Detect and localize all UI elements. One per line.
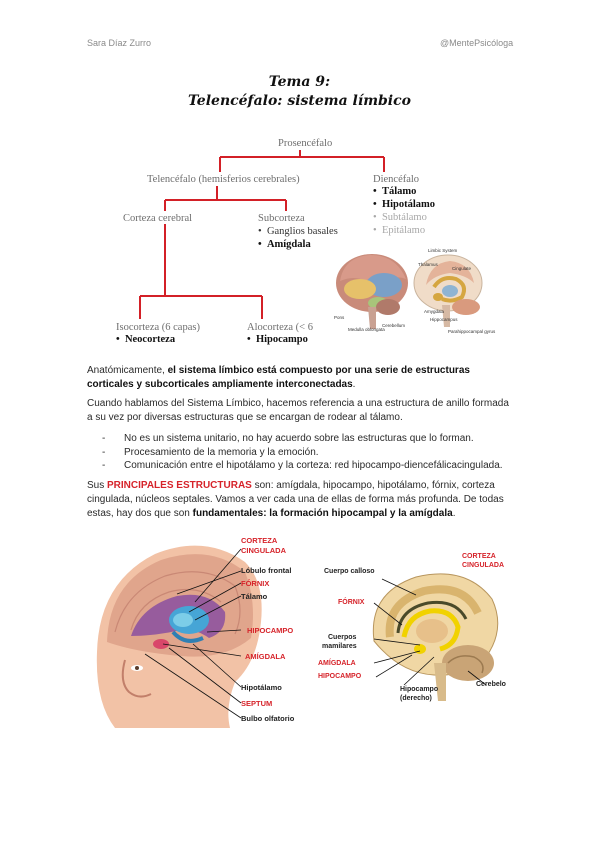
label-cuerpos: Cuerpos [328, 634, 357, 641]
fig1-label: Parahippocampal gyrus [448, 329, 496, 334]
label-amigdala: AMÍGDALA [318, 660, 356, 667]
tree-subcorteza: Subcorteza [258, 213, 305, 224]
fig1-label: Amygdala [424, 309, 445, 314]
head-leader-lines [144, 548, 242, 719]
label-cerebelo: Cerebelo [476, 681, 506, 688]
sagittal-brain-figure: Cuerpo calloso CORTEZA CINGULADA FÓRNIX … [316, 553, 516, 703]
author-handle: @MentePsicóloga [440, 38, 514, 48]
topic-number: Tema 9: [268, 74, 331, 90]
fig1-label: Limbic System [428, 248, 458, 253]
page-title: Telencéfalo: sistema límbico [188, 93, 411, 109]
list-item: -No es un sistema unitario, no hay acuer… [102, 433, 474, 444]
paragraph-ring-structure: Cuando hablamos del Sistema Límbico, hac… [87, 398, 509, 423]
diencefalo-item: • Epitálamo [373, 225, 426, 236]
diencefalo-item: • Tálamo [373, 186, 417, 197]
tree-diencefalo: Diencéfalo [373, 174, 420, 185]
tree-alocorteza: Alocorteza (< 6 [247, 322, 313, 333]
label-hipocampo-derecho: Hipocampo [400, 686, 439, 693]
label-derecho: (derecho) [400, 695, 432, 702]
tree-telencefalo: Telencéfalo (hemisferios cerebrales) [147, 174, 300, 185]
fig1-label: Cerebellum [382, 323, 406, 328]
label-cuerpo-calloso: Cuerpo calloso [324, 568, 375, 575]
label-mamilares: mamilares [322, 643, 357, 650]
list-item: -Comunicación entre el hipotálamo y la c… [102, 460, 503, 471]
label-amigdala: AMÍGDALA [245, 652, 286, 661]
head-limbic-figure: CORTEZA CINGULADA Lóbulo frontal FÓRNIX … [85, 532, 345, 732]
label-cingulada: CINGULADA [241, 546, 286, 555]
fig1-label: Cingulate [452, 266, 472, 271]
subcorteza-item: • Ganglios basales [258, 226, 338, 237]
limbic-system-figure: Limbic System Thalamus Cingulate Pons Me… [330, 245, 498, 340]
fig1-label: Hippocampus [430, 317, 458, 322]
label-corteza: CORTEZA [241, 536, 278, 545]
fig1-label: Medulla oblongata [348, 327, 385, 332]
fig1-label: Thalamus [418, 262, 438, 267]
label-hipocampo: HIPOCAMPO [247, 626, 294, 635]
label-lobulo-frontal: Lóbulo frontal [241, 566, 292, 575]
sagittal-leader-lines [373, 578, 487, 686]
label-fornix: FÓRNIX [338, 599, 365, 606]
tree-isocorteza: Isocorteza (6 capas) [116, 322, 200, 333]
label-hipotalamo: Hipotálamo [241, 683, 282, 692]
diencefalo-item: • Hipotálamo [373, 199, 436, 210]
sagittal-brain-illustration [372, 573, 499, 701]
label-septum: SEPTUM [241, 699, 273, 708]
brain-illustrations [336, 254, 483, 329]
paragraph-main-structures: Sus PRINCIPALES ESTRUCTURAS son: amígdal… [87, 480, 504, 519]
tree-corteza: Corteza cerebral [123, 213, 193, 224]
subcorteza-item: • Amígdala [258, 239, 311, 250]
fig1-label: Pons [334, 315, 345, 320]
label-talamo: Tálamo [241, 592, 268, 601]
diencefalo-item: • Subtálamo [373, 212, 427, 223]
isocorteza-item: • Neocorteza [116, 334, 176, 345]
label-fornix: FÓRNIX [241, 579, 270, 588]
author-name: Sara Díaz Zurro [87, 38, 152, 48]
list-item: -Procesamiento de la memoria y la emoció… [102, 447, 319, 458]
paragraph-anatomy: Anatómicamente, el sistema límbico está … [87, 365, 470, 390]
label-corteza: CORTEZA [462, 553, 496, 560]
alocorteza-item: • Hipocampo [247, 334, 308, 345]
label-hipocampo: HIPOCAMPO [318, 673, 362, 680]
tree-root: Prosencéfalo [278, 138, 333, 149]
label-bulbo-olfatorio: Bulbo olfatorio [241, 714, 295, 723]
label-cingulada: CINGULADA [462, 562, 504, 569]
